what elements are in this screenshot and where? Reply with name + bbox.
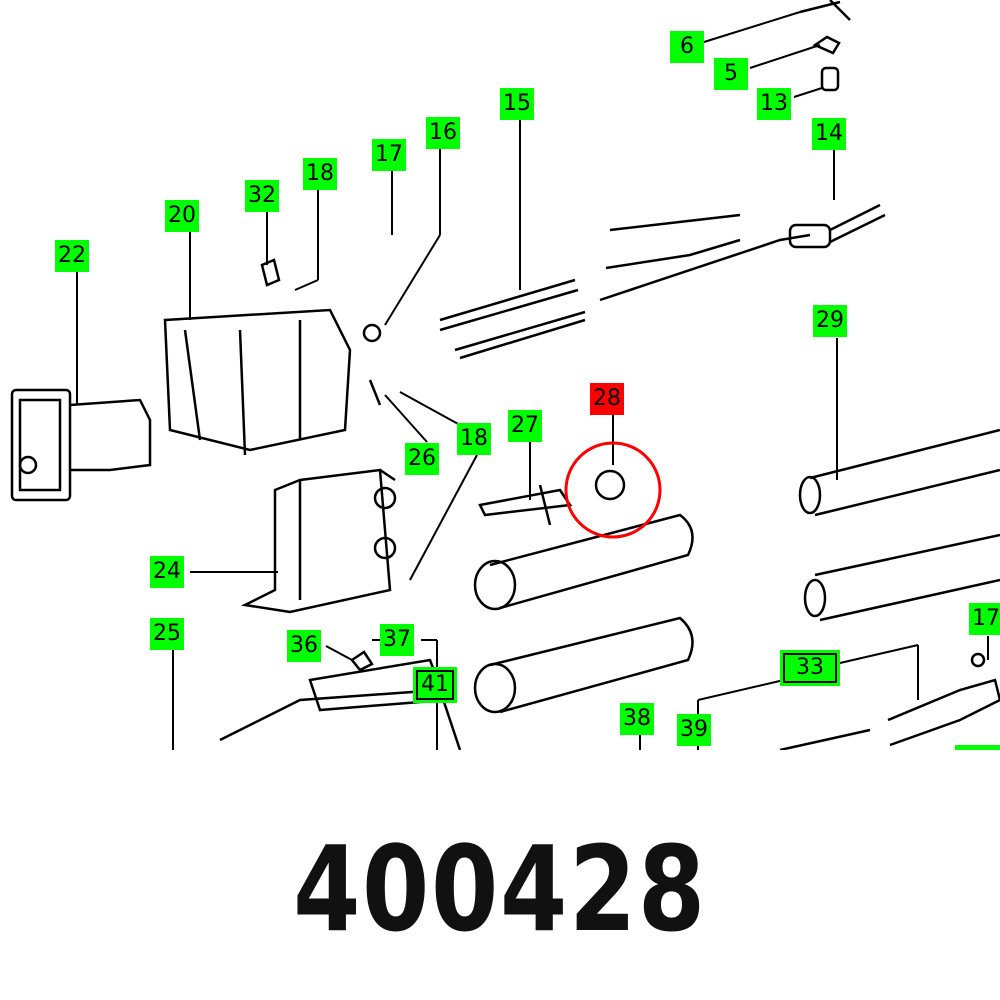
callout-label: 22 — [55, 240, 89, 272]
callout-label: 17 — [372, 139, 406, 171]
leader-lines — [76, 11, 989, 750]
callout-label: 24 — [150, 556, 184, 588]
callout-label: 18 — [457, 423, 491, 455]
carbon-brushes-and-tubes — [473, 428, 1000, 750]
callout-label: 38 — [620, 703, 654, 735]
callout-label: 25 — [150, 618, 184, 650]
exploded-parts-diagram: 6 5 13 14 15 16 17 18 32 20 22 29 28 27 … — [10, 0, 1000, 750]
part-number: 400428 — [293, 820, 707, 958]
callout-label: 16 — [426, 117, 460, 149]
callout-label: 26 — [405, 443, 439, 475]
callout-label: 6 — [670, 31, 704, 63]
callout-label: 37 — [380, 624, 414, 656]
plug-and-cables — [439, 0, 886, 360]
callout-label: 20 — [165, 200, 199, 232]
callout-label-partial — [955, 745, 1000, 750]
callout-label: 36 — [287, 630, 321, 662]
callout-label: 17 — [969, 603, 1000, 635]
callout-label-boxed: 41 — [413, 667, 457, 703]
callout-label: 15 — [500, 88, 534, 120]
callout-label: 27 — [508, 410, 542, 442]
callout-label: 29 — [813, 305, 847, 337]
callout-label: 18 — [303, 158, 337, 190]
highlighted-callout-label: 28 — [590, 383, 624, 415]
callout-label-boxed: 33 — [780, 650, 840, 686]
callout-label: 32 — [245, 180, 279, 212]
callout-label: 5 — [714, 58, 748, 90]
highlight-circle — [564, 441, 662, 539]
callout-label: 14 — [812, 118, 846, 150]
callout-label: 13 — [757, 88, 791, 120]
callout-label: 39 — [677, 714, 711, 746]
housing-parts — [10, 258, 462, 750]
